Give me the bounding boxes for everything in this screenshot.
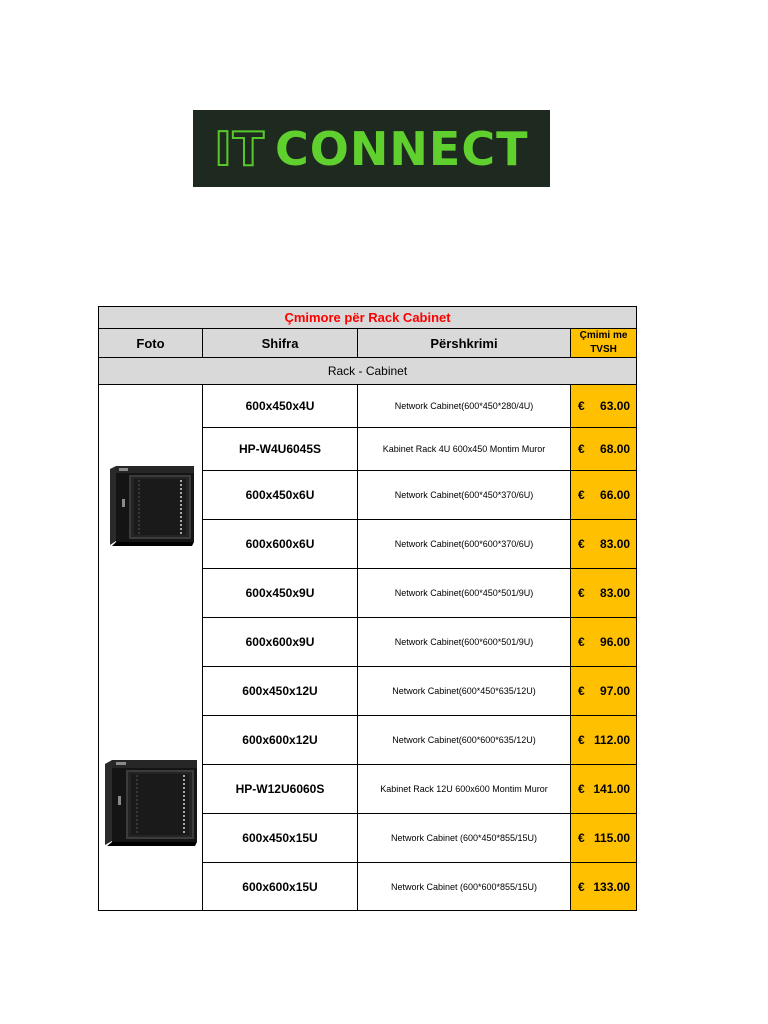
price-value: 66.00 — [600, 488, 631, 502]
header-photo: Foto — [98, 328, 203, 358]
price-cell: €133.00 — [569, 862, 638, 911]
product-code: 600x600x6U — [202, 519, 358, 569]
header-description: Përshkrimi — [357, 328, 571, 358]
product-code: 600x600x15U — [202, 862, 358, 911]
product-code: HP-W4U6045S — [202, 427, 358, 471]
price-cell: €96.00 — [569, 617, 638, 667]
product-description: Network Cabinet(600*600*370/6U) — [357, 519, 571, 569]
product-code: 600x450x12U — [202, 666, 358, 716]
price-value: 97.00 — [600, 684, 631, 698]
price-value: 112.00 — [594, 733, 631, 747]
header-price: Çmimi me TVSH — [569, 328, 638, 358]
product-description: Network Cabinet(600*600*635/12U) — [357, 715, 571, 765]
header-code: Shifra — [202, 328, 358, 358]
price-cell: €112.00 — [569, 715, 638, 765]
logo-it: IT — [214, 121, 266, 176]
price-list-title: Çmimore për Rack Cabinet — [97, 306, 638, 329]
currency-symbol: € — [578, 684, 585, 698]
currency-symbol: € — [578, 442, 585, 456]
price-cell: €83.00 — [569, 519, 638, 569]
product-code: 600x450x6U — [202, 470, 358, 520]
product-description: Network Cabinet(600*450*280/4U) — [357, 384, 571, 428]
currency-symbol: € — [578, 879, 585, 894]
price-value: 68.00 — [600, 442, 631, 456]
currency-symbol: € — [578, 782, 585, 796]
product-code: 600x450x15U — [202, 813, 358, 863]
product-description: Network Cabinet (600*450*855/15U) — [357, 813, 571, 863]
product-description: Network Cabinet(600*450*501/9U) — [357, 568, 571, 618]
product-code: 600x600x12U — [202, 715, 358, 765]
rack-cabinet-photo-small — [110, 466, 194, 546]
product-code: 600x450x4U — [202, 384, 358, 428]
product-description: Kabinet Rack 4U 600x450 Montim Muror — [357, 427, 571, 471]
currency-symbol: € — [578, 733, 585, 747]
logo-connect: CONNECT — [275, 121, 529, 176]
price-cell: €63.00 — [569, 384, 638, 428]
price-value: 133.00 — [593, 879, 631, 894]
price-table: Çmimore për Rack Cabinet Foto Shifra Për… — [97, 306, 638, 911]
price-value: 96.00 — [600, 635, 631, 649]
currency-symbol: € — [578, 831, 585, 845]
price-cell: €68.00 — [569, 427, 638, 471]
product-description: Kabinet Rack 12U 600x600 Montim Muror — [357, 764, 571, 814]
currency-symbol: € — [578, 537, 585, 551]
price-cell: €141.00 — [569, 764, 638, 814]
price-cell: €83.00 — [569, 568, 638, 618]
price-value: 63.00 — [600, 399, 631, 413]
section-label: Rack - Cabinet — [97, 357, 638, 385]
price-cell: €66.00 — [569, 470, 638, 520]
product-code: 600x450x9U — [202, 568, 358, 618]
currency-symbol: € — [578, 399, 585, 413]
price-value: 115.00 — [594, 831, 631, 845]
product-description: Network Cabinet(600*600*501/9U) — [357, 617, 571, 667]
currency-symbol: € — [578, 635, 585, 649]
price-cell: €115.00 — [569, 813, 638, 863]
currency-symbol: € — [578, 586, 585, 600]
price-value: 141.00 — [593, 782, 631, 796]
product-description: Network Cabinet(600*450*635/12U) — [357, 666, 571, 716]
product-code: 600x600x9U — [202, 617, 358, 667]
product-code: HP-W12U6060S — [202, 764, 358, 814]
rack-cabinet-photo-large — [105, 760, 197, 846]
product-description: Network Cabinet (600*600*855/15U) — [357, 862, 571, 911]
currency-symbol: € — [578, 488, 585, 502]
price-cell: €97.00 — [569, 666, 638, 716]
price-value: 83.00 — [600, 537, 631, 551]
price-value: 83.00 — [600, 586, 631, 600]
product-description: Network Cabinet(600*450*370/6U) — [357, 470, 571, 520]
